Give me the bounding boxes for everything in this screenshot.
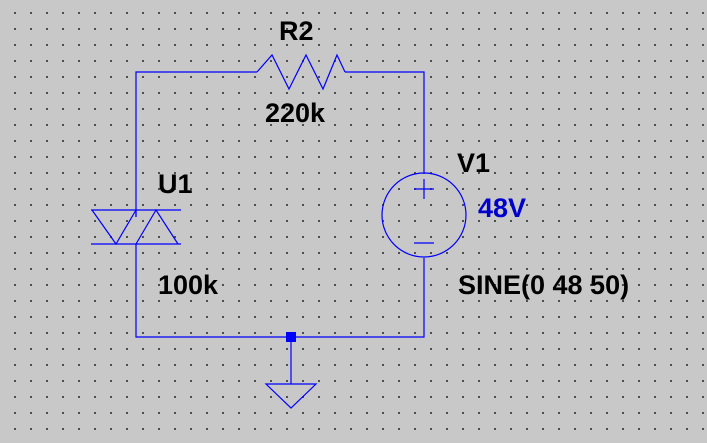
- wire-top-left[interactable]: [135, 71, 257, 217]
- v1-value-label: 48V: [478, 193, 526, 223]
- u1-name-label: U1: [158, 169, 193, 199]
- junction-dot: [286, 332, 296, 342]
- wire-left-bottom[interactable]: [135, 244, 291, 338]
- diac-icon[interactable]: [91, 208, 181, 246]
- resistor-icon[interactable]: [256, 53, 346, 91]
- wire-top-right[interactable]: [345, 71, 425, 174]
- ground-icon[interactable]: [264, 383, 318, 409]
- v1-name-label: V1: [457, 148, 490, 178]
- v1-spec-label: SINE(0 48 50): [458, 270, 629, 300]
- voltage-source-icon[interactable]: [381, 172, 467, 258]
- r2-name-label: R2: [279, 16, 314, 46]
- u1-value-label: 100k: [158, 270, 219, 300]
- r2-value-label: 220k: [265, 98, 326, 128]
- wire-right-bottom[interactable]: [291, 258, 425, 338]
